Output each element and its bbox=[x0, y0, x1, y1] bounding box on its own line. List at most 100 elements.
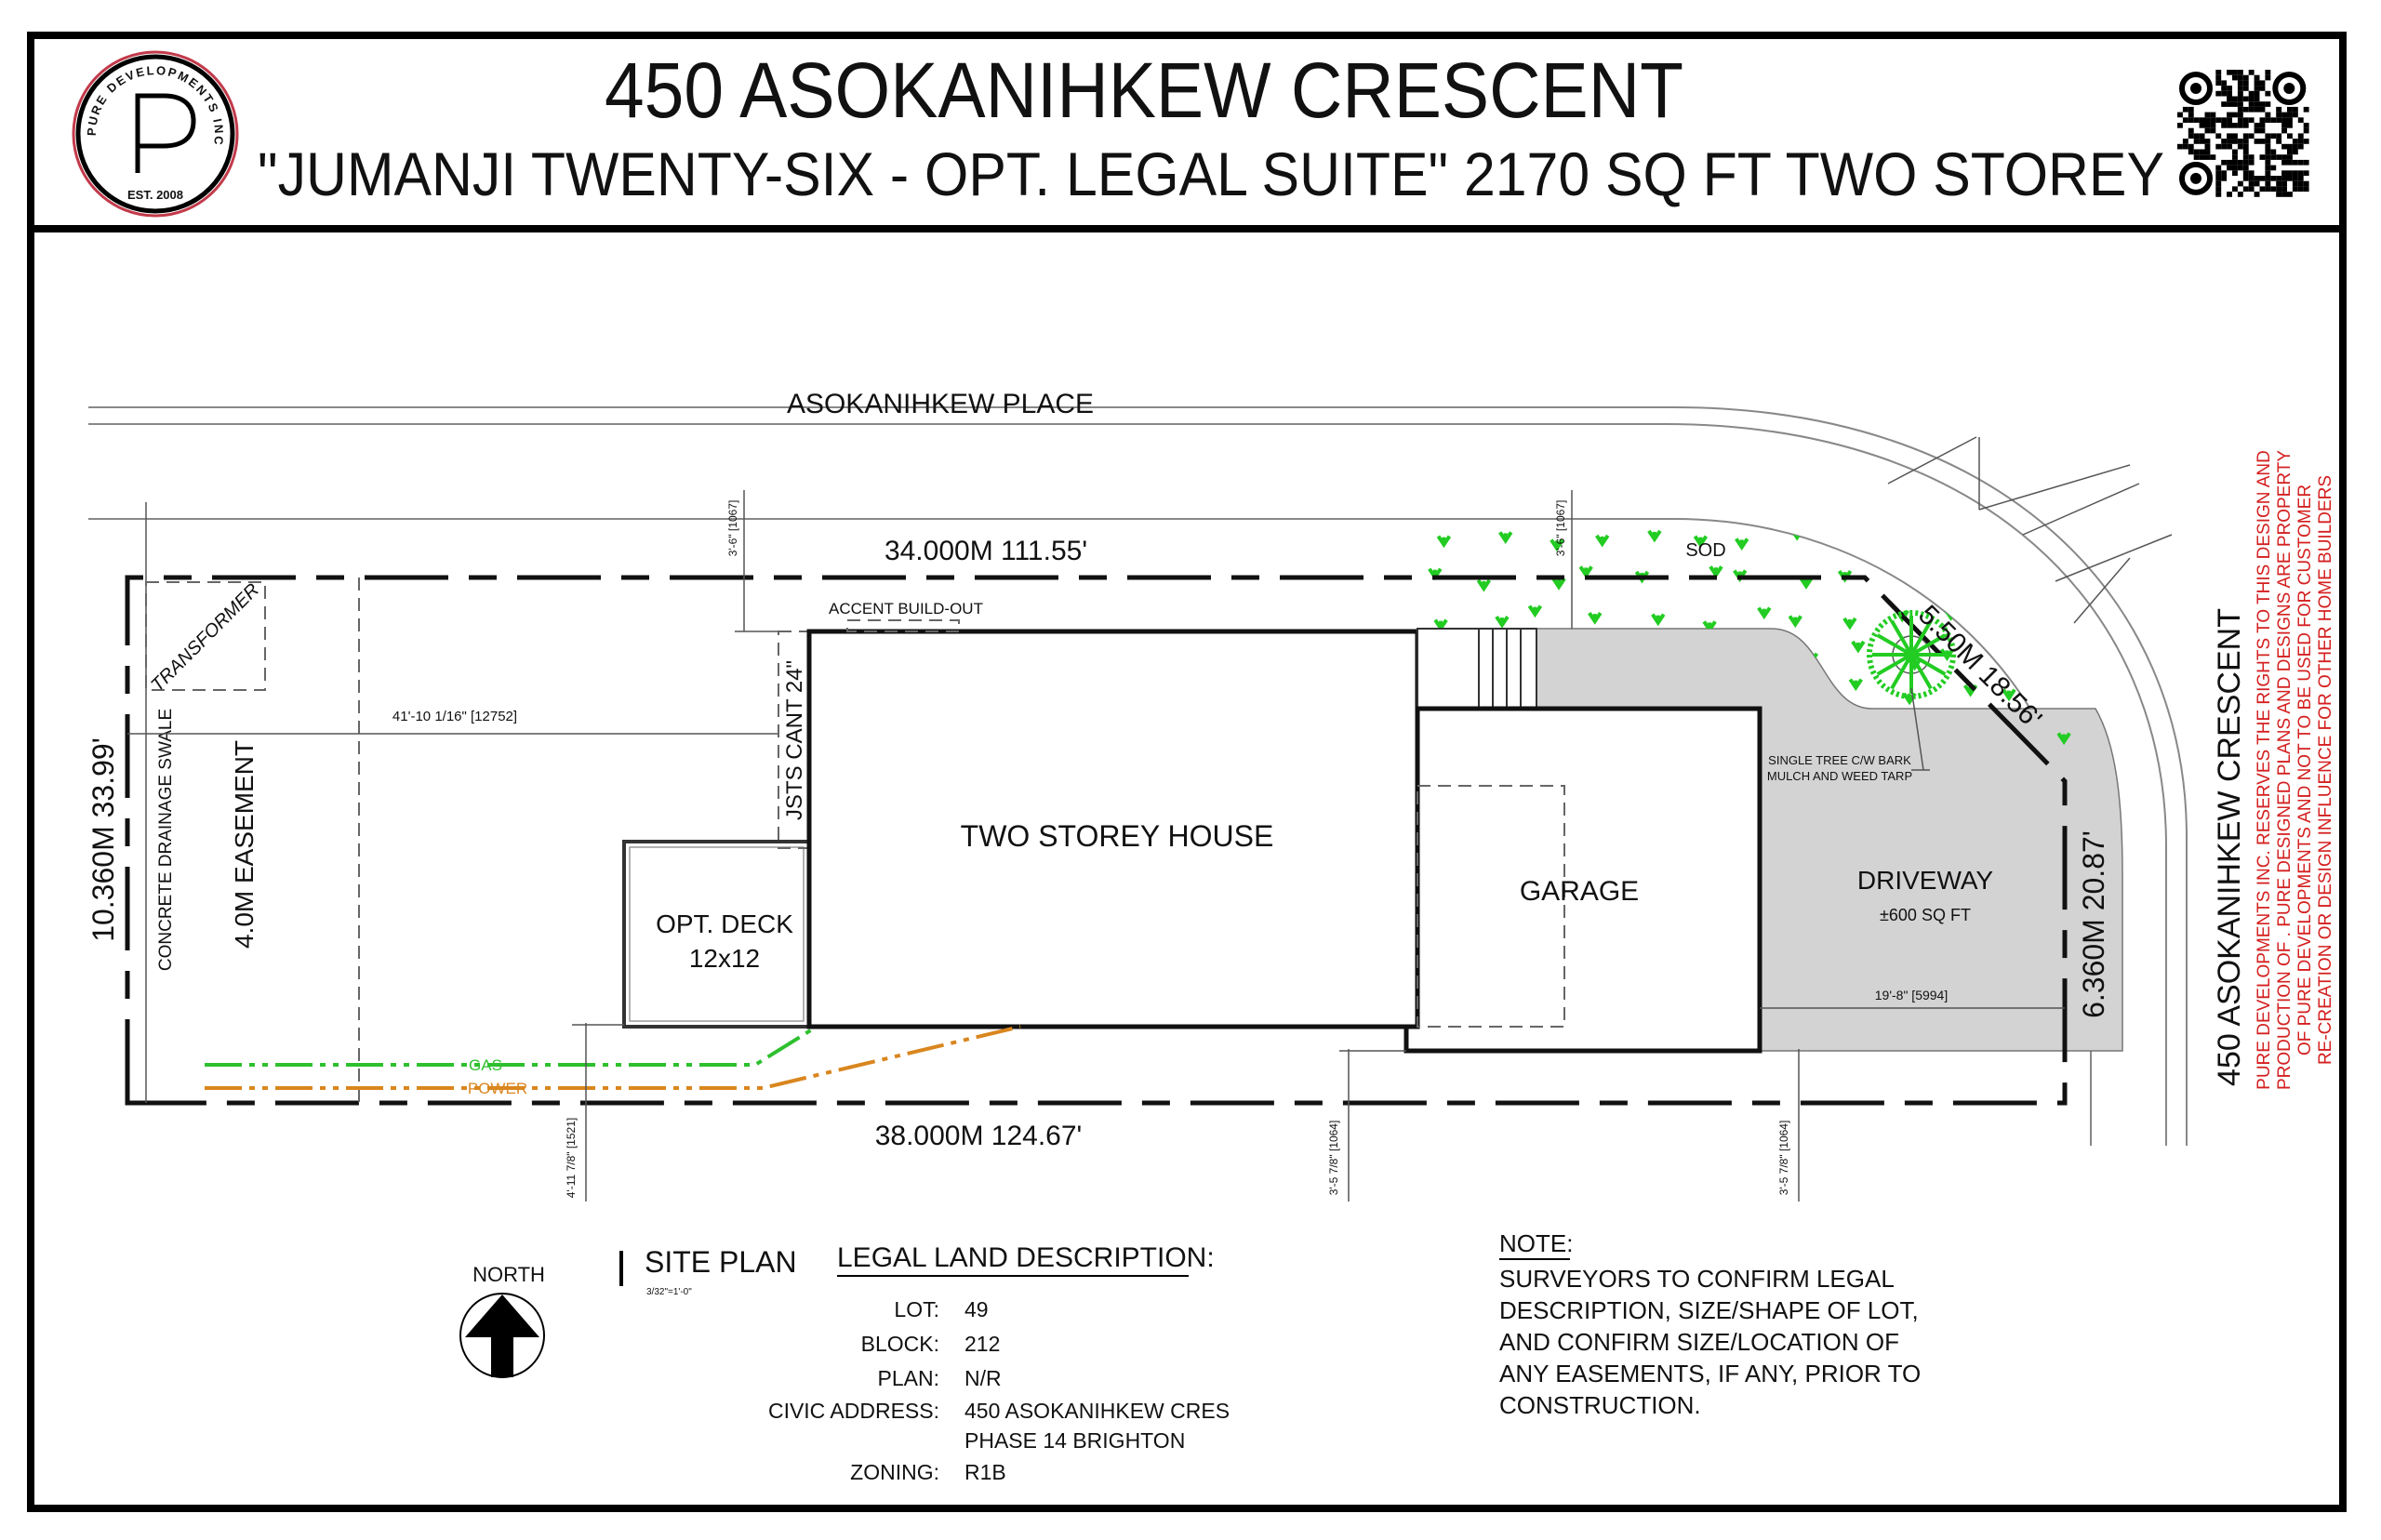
dim-side-left: 4'-11 7/8" [1521] bbox=[565, 1118, 578, 1198]
street-label-right: 450 ASOKANIHKEW CRESCENT bbox=[2212, 608, 2247, 1086]
sod-mark bbox=[2039, 608, 2054, 621]
driveway-label: DRIVEWAY bbox=[1857, 866, 1994, 895]
power-line bbox=[205, 1025, 1021, 1090]
sod-mark bbox=[1476, 578, 1492, 592]
street-label-top: ASOKANIHKEW PLACE bbox=[787, 389, 1094, 419]
property-line bbox=[125, 575, 2068, 1106]
dim-front-setback-left: 3'-6" [1067] bbox=[726, 500, 739, 557]
tree-note-1: SINGLE TREE C/W BARK bbox=[1768, 753, 1911, 767]
company-logo: PURE DEVELOPMENTS INC EST. 2008 bbox=[72, 50, 239, 218]
sod-mark bbox=[1757, 606, 1772, 620]
transformer-box bbox=[145, 581, 266, 691]
sod-mark bbox=[1693, 535, 1709, 549]
sod-mark bbox=[1578, 565, 1593, 578]
dim-left: 10.360M 33.99' bbox=[86, 737, 120, 942]
sod-mark bbox=[1848, 678, 1863, 692]
garage-label: GARAGE bbox=[1520, 876, 1639, 907]
qr-code-icon bbox=[2177, 70, 2309, 197]
sod-mark bbox=[2042, 646, 2058, 659]
driveway-area bbox=[1536, 628, 2123, 1052]
house-label: TWO STOREY HOUSE bbox=[961, 819, 1274, 853]
sod-mark bbox=[1735, 538, 1749, 551]
legal-value: PHASE 14 BRIGHTON bbox=[964, 1428, 1185, 1453]
note-line: AND CONFIRM SIZE/LOCATION OF bbox=[1499, 1328, 1899, 1356]
sod-mark bbox=[2002, 688, 2016, 702]
sod-mark bbox=[2014, 619, 2029, 633]
legal-value: 49 bbox=[964, 1297, 989, 1321]
sod-mark bbox=[1436, 535, 1452, 549]
sod-mark bbox=[2042, 694, 2058, 707]
sod-mark bbox=[1495, 615, 1510, 629]
sod-mark bbox=[1861, 539, 1877, 553]
deck-size: 12x12 bbox=[689, 944, 760, 973]
sod-mark bbox=[1842, 617, 1857, 631]
sod-mark bbox=[1651, 613, 1666, 627]
note-body: SURVEYORS TO CONFIRM LEGAL DESCRIPTION, … bbox=[1499, 1265, 1921, 1419]
sod-mark bbox=[1851, 640, 1866, 654]
sod-mark bbox=[1950, 565, 1965, 579]
power-label: POWER bbox=[468, 1080, 527, 1097]
legal-value: N/R bbox=[964, 1366, 1002, 1390]
sod-mark bbox=[2000, 646, 2015, 660]
accent-label: ACCENT BUILD-OUT bbox=[829, 600, 983, 617]
sod-mark bbox=[1551, 577, 1566, 591]
dim-side-mid: 3'-5 7/8" [1064] bbox=[1327, 1121, 1340, 1196]
logo-letter-p bbox=[135, 93, 196, 173]
driveway-area-label: ±600 SQ FT bbox=[1880, 906, 1971, 924]
swale-label: CONCRETE DRAINAGE SWALE bbox=[156, 709, 176, 971]
sod-mark bbox=[1595, 534, 1610, 548]
dim-driveway-width: 19'-8" [5994] bbox=[1875, 988, 1948, 1002]
gas-line bbox=[205, 1025, 818, 1067]
page-title: 450 ASOKANIHKEW CRESCENT bbox=[605, 46, 1683, 134]
legal-label: BLOCK: bbox=[861, 1332, 939, 1356]
notice-line: RE-CREATION OR DESIGN INFLUENCE FOR OTHE… bbox=[2316, 475, 2335, 1065]
sod-mark bbox=[1498, 531, 1513, 545]
sod-mark bbox=[1550, 538, 1564, 552]
north-arrow-icon bbox=[459, 1293, 545, 1378]
note-line: DESCRIPTION, SIZE/SHAPE OF LOT, bbox=[1499, 1296, 1919, 1324]
note-heading: NOTE: bbox=[1499, 1229, 1573, 1257]
dim-bottom: 38.000M 124.67' bbox=[875, 1121, 1083, 1151]
legal-value: 212 bbox=[964, 1332, 1000, 1356]
sod-label: SOD bbox=[1685, 540, 1725, 561]
joists-label: JSTS CANT 24" bbox=[782, 660, 807, 820]
sod-mark bbox=[1709, 565, 1723, 578]
notice-line: PURE DEVELOPMENTS INC. RESERVES THE RIGH… bbox=[2255, 450, 2274, 1090]
sod-mark bbox=[1898, 566, 1913, 580]
north-label: NORTH bbox=[472, 1263, 545, 1286]
legal-value: R1B bbox=[964, 1460, 1006, 1484]
notice-line: OF PURE DEVELOPMENTS AND NOT TO BE USED … bbox=[2295, 485, 2315, 1055]
sod-mark bbox=[2003, 578, 2018, 591]
sod-mark bbox=[1788, 615, 1802, 629]
legal-label: LOT: bbox=[894, 1297, 939, 1321]
sod-mark bbox=[1647, 529, 1662, 543]
sod-mark bbox=[1433, 618, 1448, 632]
legal-label: CIVIC ADDRESS: bbox=[768, 1399, 939, 1423]
note-line: SURVEYORS TO CONFIRM LEGAL bbox=[1499, 1265, 1895, 1293]
dim-rear-setback: 41'-10 1/16" [12752] bbox=[392, 709, 517, 724]
site-plan-title: SITE PLAN bbox=[645, 1245, 797, 1279]
dim-front-setback-right: 3'-6" [1067] bbox=[1554, 500, 1567, 557]
dim-right: 6.360M 20.87' bbox=[2077, 830, 2110, 1018]
sod-mark bbox=[2058, 582, 2073, 596]
logo-est: EST. 2008 bbox=[127, 188, 183, 202]
copyright-notice: PURE DEVELOPMENTS INC. RESERVES THE RIGH… bbox=[2255, 450, 2335, 1090]
gas-label: GAS bbox=[469, 1056, 502, 1074]
tree-icon bbox=[1867, 610, 1956, 699]
page-subtitle: "JUMANJI TWENTY-SIX - OPT. LEGAL SUITE" … bbox=[258, 139, 2164, 208]
legal-value: 450 ASOKANIHKEW CRES bbox=[964, 1399, 1230, 1423]
transformer-label: TRANSFORMER bbox=[147, 579, 263, 696]
deck-label: OPT. DECK bbox=[656, 909, 793, 938]
legal-label: PLAN: bbox=[878, 1366, 939, 1390]
sod-mark bbox=[1892, 532, 1908, 546]
tree-note-2: MULCH AND WEED TARP bbox=[1767, 769, 1912, 783]
legal-heading: LEGAL LAND DESCRIPTION: bbox=[837, 1242, 1215, 1273]
sod-mark bbox=[2056, 732, 2071, 746]
note-line: ANY EASEMENTS, IF ANY, PRIOR TO bbox=[1499, 1360, 1921, 1387]
legal-rows: LOT: 49 BLOCK: 212 PLAN: N/R CIVIC ADDRE… bbox=[768, 1297, 1230, 1484]
sod-mark bbox=[2008, 539, 2023, 553]
sod-mark bbox=[1799, 577, 1814, 590]
sheet-border bbox=[27, 32, 2347, 1512]
note-line: CONSTRUCTION. bbox=[1499, 1391, 1701, 1419]
sod-mark bbox=[1588, 611, 1603, 625]
